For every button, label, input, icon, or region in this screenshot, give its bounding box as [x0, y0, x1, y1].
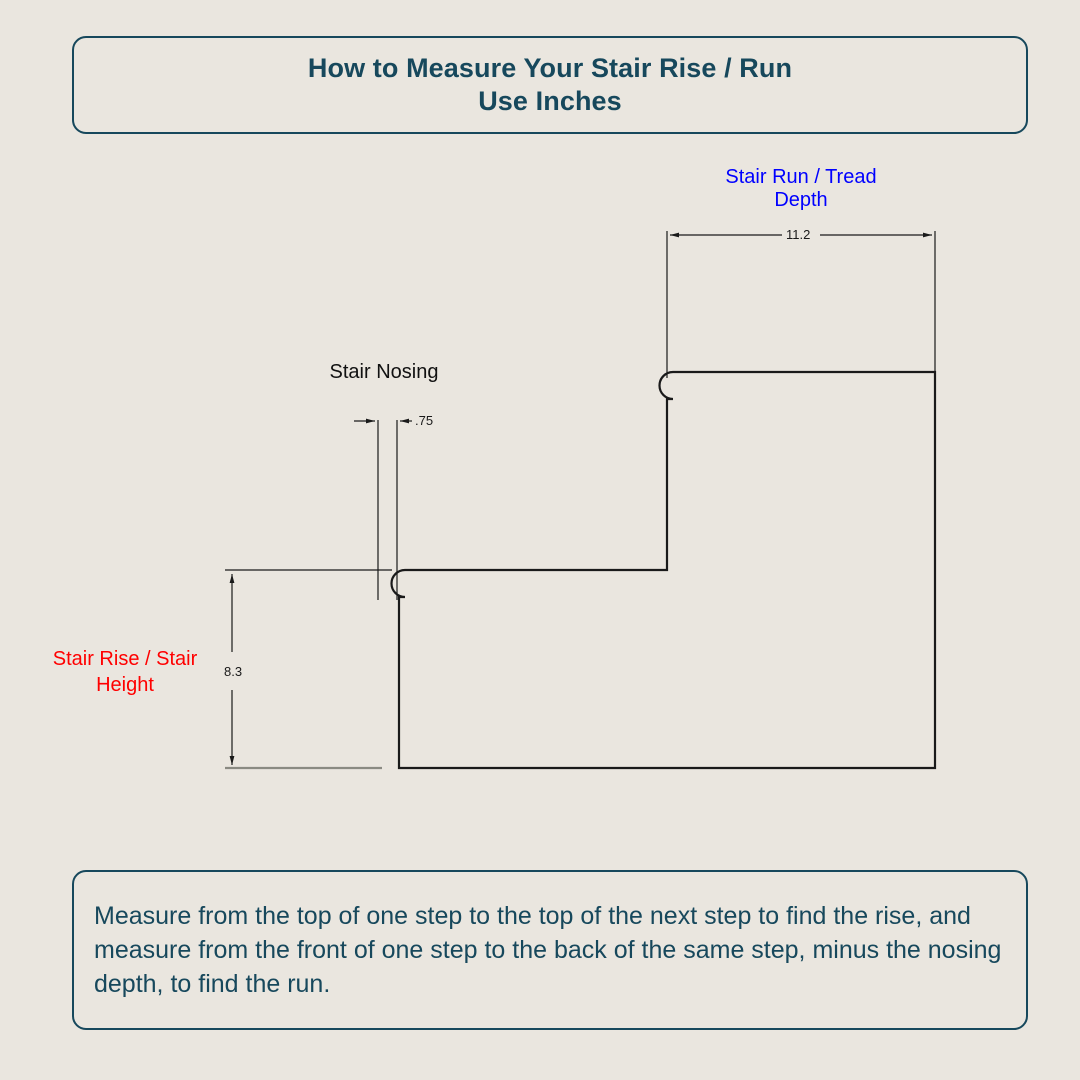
caption-text: Measure from the top of one step to the … [94, 902, 1002, 998]
caption-box: Measure from the top of one step to the … [72, 870, 1028, 1030]
title-line-1: How to Measure Your Stair Rise / Run [307, 53, 793, 83]
dimension-value-rise: 8.3 [224, 664, 243, 679]
title-box: How to Measure Your Stair Rise / Run Use… [72, 36, 1028, 134]
label-stair-rise: Stair Rise / Stair Height [52, 648, 198, 696]
label-stair-nosing: Stair Nosing [329, 361, 439, 383]
stair-profile-outline [390, 370, 937, 770]
title-line-2: Use Inches [478, 86, 622, 116]
dimension-value-nosing: .75 [415, 413, 434, 428]
dimension-value-run: 11.2 [786, 227, 811, 242]
label-stair-run: Stair Run / Tread Depth [725, 166, 877, 211]
